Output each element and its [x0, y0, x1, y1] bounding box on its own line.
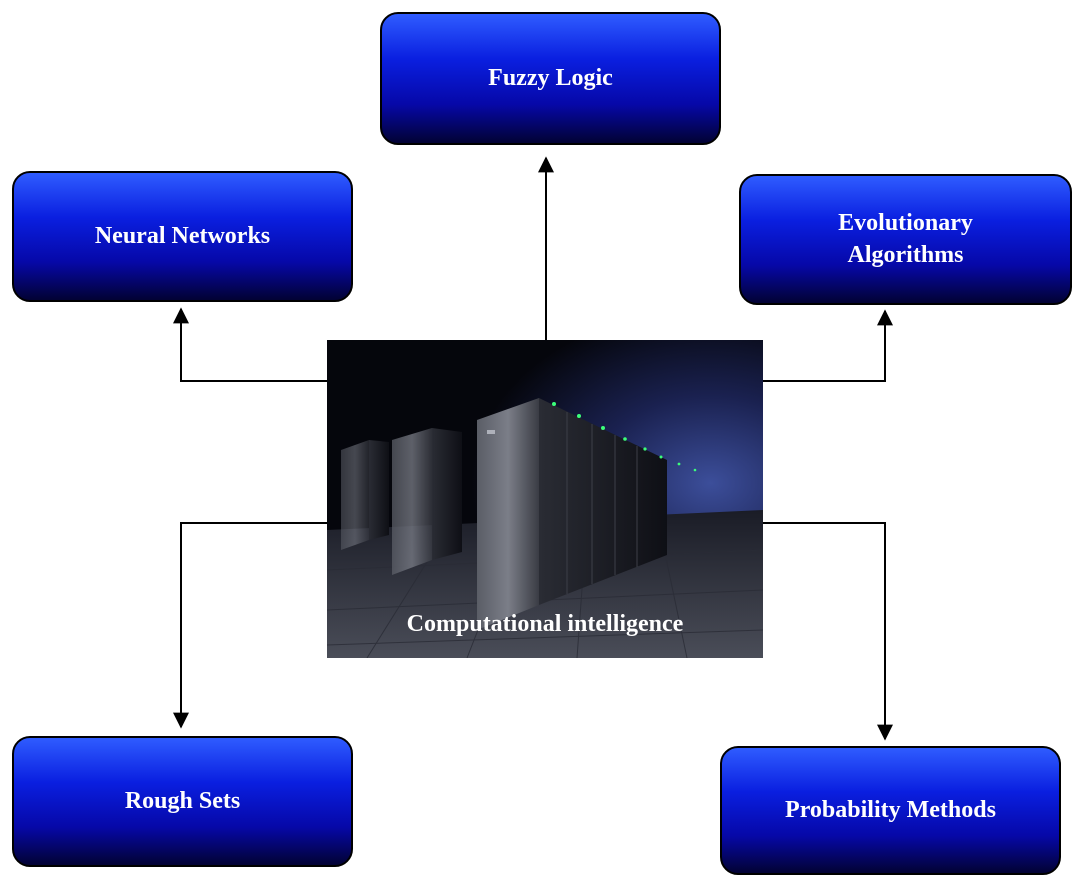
center-image-computational-intelligence: Computational intelligence: [327, 340, 763, 658]
node-evolutionary-algorithms: Evolutionary Algorithms: [739, 174, 1072, 305]
node-rough-sets: Rough Sets: [12, 736, 353, 867]
node-evolutionary-algorithms-label: Evolutionary Algorithms: [838, 210, 973, 268]
arrow-to-neural-networks: [173, 307, 330, 382]
node-neural-networks-label: Neural Networks: [94, 222, 271, 249]
node-neural-networks: Neural Networks: [12, 171, 353, 302]
center-label: Computational intelligence: [406, 611, 684, 637]
node-rough-sets-label: Rough Sets: [124, 787, 241, 814]
arrow-to-evolutionary-algorithms: [763, 309, 893, 382]
arrow-to-probability-methods: [763, 522, 893, 741]
node-probability-methods: Probability Methods: [720, 746, 1061, 875]
supercomputer-photo: [327, 340, 763, 658]
arrow-to-rough-sets: [173, 522, 330, 729]
node-fuzzy-logic-label: Fuzzy Logic: [488, 64, 613, 91]
node-fuzzy-logic: Fuzzy Logic: [380, 12, 721, 145]
node-probability-methods-label: Probability Methods: [785, 796, 996, 823]
